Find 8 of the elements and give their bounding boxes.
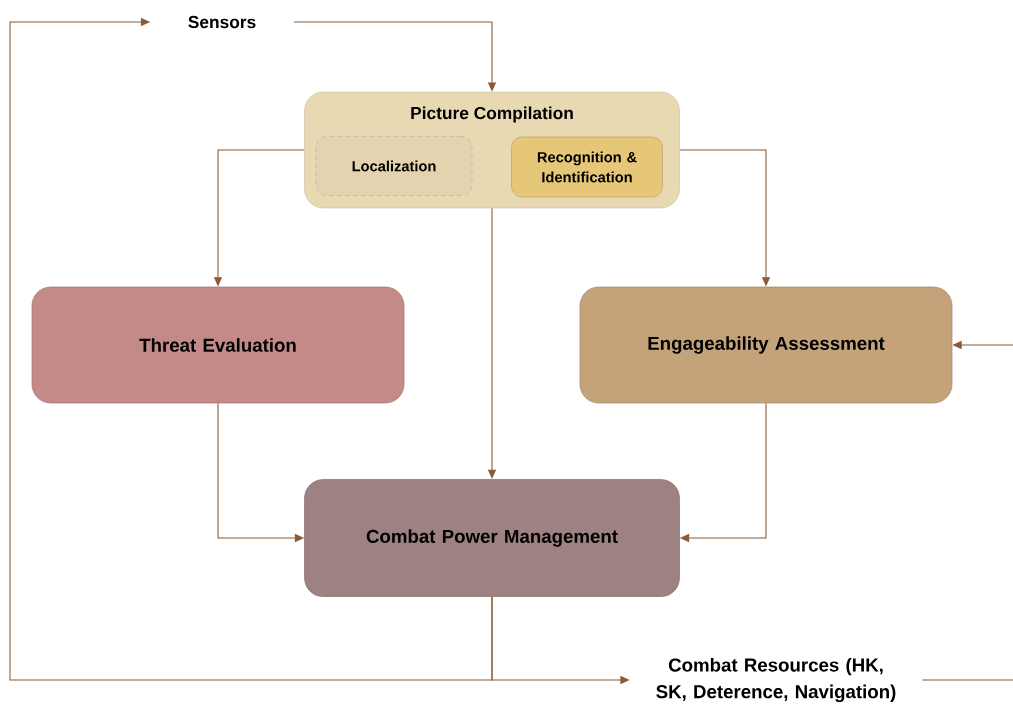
process-box: Engageability Assessment xyxy=(579,286,953,404)
process-box: Threat Evaluation xyxy=(31,286,405,404)
label-text: Combat Resources (HK, SK, Deterence, Navigation) xyxy=(656,657,896,703)
process-box: Recognition & Identification xyxy=(511,136,663,198)
label-text: Sensors xyxy=(188,15,256,29)
process-box: Combat Power Management xyxy=(304,479,680,597)
arrow xyxy=(9,17,493,681)
process-box: Localization xyxy=(315,136,473,196)
